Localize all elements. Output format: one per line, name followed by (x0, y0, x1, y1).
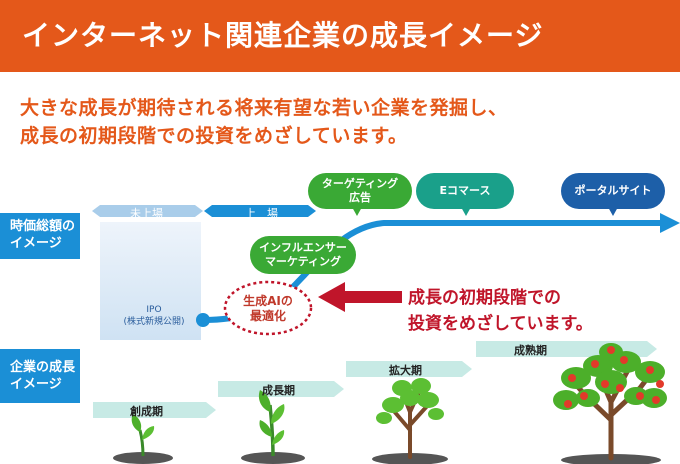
portal-site-bubble (561, 173, 665, 216)
ipo-point (196, 313, 210, 327)
influencer-line-2: マーケティング (264, 255, 342, 268)
targeting-ad-text: ターゲティング 広告 (308, 177, 412, 205)
ai-line-2: 最適化 (249, 309, 286, 323)
stage-label-growth: 成長期 (262, 384, 295, 397)
ipo-label-line-1: IPO (146, 305, 162, 315)
stage-label-maturity: 成熟期 (514, 344, 547, 357)
callout-line-2: 投資をめざしています。 (408, 314, 593, 334)
callout-arrow (318, 282, 402, 312)
pre-listing-label: 未上場 (130, 207, 163, 220)
callout-line-1: 成長の初期段階での (408, 288, 561, 308)
sapling-icon (258, 390, 285, 457)
seedling-icon (131, 414, 155, 457)
stage-label-founding: 創成期 (130, 405, 163, 418)
company-growth-label-line-1: 企業の成長 (10, 360, 76, 375)
pre-listing-area (100, 222, 201, 340)
market-cap-label: 時価総額の イメージ (0, 213, 80, 259)
portal-site-text: ポータルサイト (574, 184, 652, 197)
market-cap-label-line-1: 時価総額の (10, 219, 76, 234)
ecommerce-text: Eコマース (439, 184, 491, 197)
influencer-marketing-text: インフルエンサー マーケティング (250, 241, 356, 269)
listing-label: 上 場 (245, 207, 278, 220)
stage-bar-2 (218, 381, 344, 397)
influencer-marketing-bubble (250, 236, 356, 274)
listing-bar (204, 205, 316, 217)
subtitle-line-1: 大きな成長が期待される将来有望な若い企業を発掘し、 (20, 97, 508, 119)
stage-label-expansion: 拡大期 (389, 364, 422, 377)
ipo-label: IPO (株式新規公開) (110, 304, 198, 328)
header-bar: インターネット関連企業の成長イメージ (0, 0, 680, 72)
ai-optimization-text: 生成AIの 最適化 (224, 294, 312, 324)
subtitle-line-2: 成長の初期段階での投資をめざしています。 (20, 125, 408, 147)
company-growth-label: 企業の成長 イメージ (0, 349, 80, 403)
company-growth-label-line-2: イメージ (10, 377, 62, 392)
ecommerce-bubble (416, 173, 514, 216)
ai-line-1: 生成AIの (243, 294, 293, 308)
targeting-ad-line-1: ターゲティング (321, 177, 399, 190)
targeting-ad-bubble (308, 173, 412, 216)
ipo-label-line-2: (株式新規公開) (123, 317, 185, 327)
influencer-line-1: インフルエンサー (259, 241, 347, 254)
stage-bar-3 (346, 361, 472, 377)
ai-optimization-circle (223, 280, 313, 336)
page-title: インターネット関連企業の成長イメージ (22, 19, 544, 52)
growth-arrowhead (660, 213, 680, 233)
fruit-tree-icon (553, 343, 667, 461)
stage-bar-1 (93, 402, 216, 418)
young-tree-icon (376, 378, 444, 459)
targeting-ad-line-2: 広告 (349, 191, 371, 204)
pre-listing-bar (92, 205, 203, 217)
market-cap-label-line-2: イメージ (10, 236, 62, 251)
